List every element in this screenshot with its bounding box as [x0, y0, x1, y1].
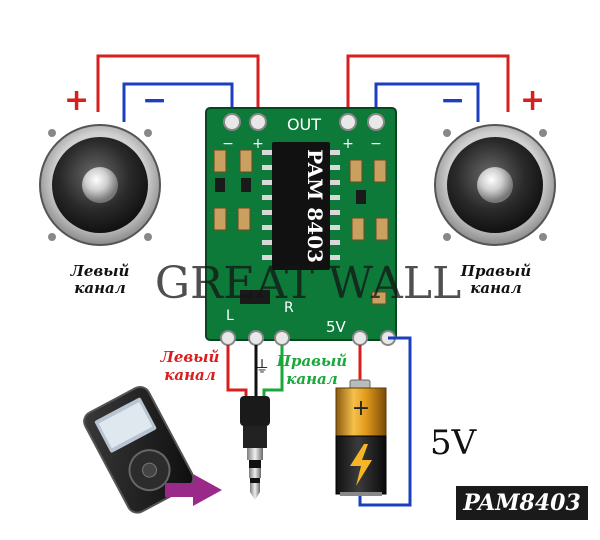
- left-speaker-minus-sign: −: [142, 83, 167, 118]
- board-out-plus-left: +: [252, 136, 264, 152]
- left-speaker-label-line1: Левый: [70, 262, 130, 280]
- watermark: GREAT WALL: [155, 258, 461, 309]
- speaker-wires: [96, 54, 510, 122]
- board-input-left-letter: L: [226, 308, 234, 324]
- svg-text:+: +: [352, 396, 370, 421]
- arrow-right-icon: [165, 474, 222, 506]
- right-speaker-label-line2: канал: [470, 279, 522, 297]
- board-out-plus-right: +: [342, 136, 354, 152]
- ground-symbol: ⏚: [254, 357, 270, 376]
- board-out-label: OUT: [287, 115, 321, 134]
- right-speaker-minus-sign: −: [440, 83, 465, 118]
- board-power-label: 5V: [326, 318, 347, 336]
- board-input-right-letter: R: [284, 300, 294, 316]
- input-left-label-line2: канал: [164, 366, 216, 384]
- input-left-label-line1: Левый: [160, 348, 220, 366]
- board-out-minus-right: −: [370, 136, 382, 152]
- amplifier-board: [205, 107, 397, 346]
- board-out-minus-left: −: [222, 136, 234, 152]
- input-right-label-line2: канал: [286, 370, 338, 388]
- right-speaker: [434, 124, 556, 246]
- left-speaker: [39, 124, 161, 246]
- chip-label: PAM 8403: [303, 149, 327, 263]
- voltage-label: 5V: [430, 423, 478, 463]
- left-speaker-plus-sign: +: [64, 83, 89, 118]
- left-speaker-label-line2: канал: [74, 279, 126, 297]
- mp3-player-icon: [83, 386, 195, 514]
- right-speaker-plus-sign: +: [520, 83, 545, 118]
- right-speaker-label-line1: Правый: [460, 262, 531, 280]
- product-badge: [456, 486, 588, 520]
- input-wires: [226, 336, 412, 507]
- battery-icon: +: [335, 379, 387, 496]
- audio-jack-icon: [240, 396, 270, 500]
- product-badge-text: PAM8403: [462, 490, 581, 516]
- input-right-label-line1: Правый: [276, 352, 347, 370]
